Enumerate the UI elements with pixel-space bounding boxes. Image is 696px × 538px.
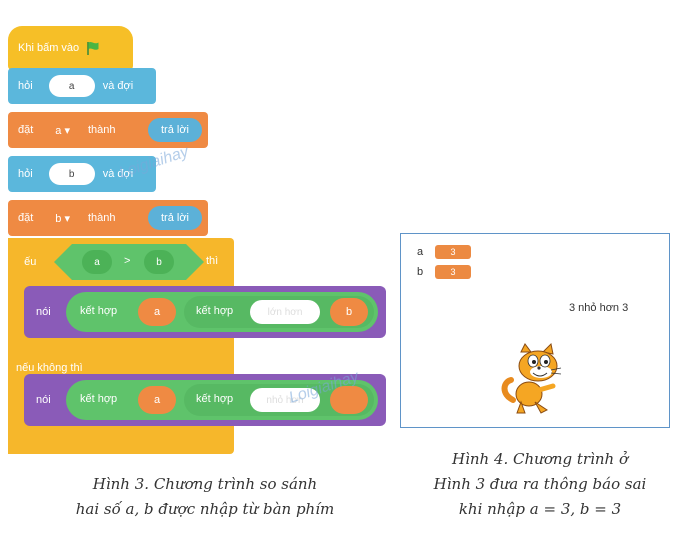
variable-monitor-a-value: 3 [435, 245, 471, 259]
join-label: kết hợp [80, 393, 118, 405]
answer-reporter[interactable]: trả lời [148, 206, 202, 230]
compare-right-input[interactable]: b [144, 250, 174, 274]
say-block-1[interactable]: nói kết hợp a kết hợp lớn hơn b [24, 286, 386, 338]
ask-wait-label: và đợi [102, 168, 134, 180]
figure-4-caption: Hình 4. Chương trình ở Hình 3 đưa ra thô… [392, 447, 688, 522]
compare-operator: > [124, 255, 131, 267]
variable-monitor-b-value: 3 [435, 265, 471, 279]
variable-b-reporter[interactable]: b [330, 298, 368, 326]
ask-label: hỏi [18, 80, 33, 92]
set-variable-block-b[interactable]: đặt b ▾ thành trả lời [8, 200, 208, 236]
ask-text-input[interactable]: a [48, 75, 95, 97]
join-label: kết hợp [196, 393, 234, 405]
set-variable-block-a[interactable]: đặt a ▾ thành trả lời [8, 112, 208, 148]
join-text-input[interactable]: lớn hơn [250, 300, 320, 324]
say-label: nói [36, 394, 51, 406]
figure-4-caption-line-1: Hình 4. Chương trình ở [451, 450, 629, 468]
join-label: kết hợp [196, 305, 234, 317]
sprite-speech: 3 nhỏ hơn 3 [569, 302, 629, 314]
say-label: nói [36, 306, 51, 318]
ask-text-value: b [68, 168, 75, 180]
scratch-script: Khi bấm vào hỏi a và đợi đặt a ▾ thành t… [8, 14, 388, 454]
if-c-arm [8, 238, 24, 454]
stage: a 3 b 3 3 nhỏ hơn 3 [400, 233, 670, 428]
ask-text-input[interactable]: b [48, 163, 95, 185]
variable-dropdown-a[interactable]: a ▾ [55, 124, 70, 137]
ask-and-wait-block-b[interactable]: hỏi b và đợi [8, 156, 156, 192]
var-b-value: 3 [450, 267, 456, 277]
figure-4-caption-line-2: Hình 3 đưa ra thông báo sai [433, 475, 647, 493]
figure-3-caption-line-2: hai số a, b được nhập từ bàn phím [75, 500, 335, 518]
answer-reporter[interactable]: trả lời [148, 118, 202, 142]
answer-label: trả lời [161, 212, 189, 224]
figure-3-caption: Hình 3. Chương trình so sánh hai số a, b… [20, 472, 390, 522]
say-block-2[interactable]: nói kết hợp a kết hợp nhỏ hơn [24, 374, 386, 426]
ask-and-wait-block-a[interactable]: hỏi a và đợi [8, 68, 156, 104]
then-label: thì [206, 255, 219, 267]
compare-right-value: b [156, 256, 162, 268]
figure-4-caption-line-3: khi nhập a = 3, b = 3 [458, 500, 622, 518]
else-label: nếu không thì [16, 362, 83, 374]
join-label: kết hợp [80, 305, 118, 317]
else-header: nếu không thì [16, 358, 83, 378]
variable-a-reporter[interactable]: a [138, 298, 176, 326]
variable-monitor-a-label: a [417, 246, 424, 258]
when-flag-clicked-block[interactable]: Khi bấm vào [8, 26, 133, 70]
set-label: đặt [18, 124, 34, 136]
join-text-input[interactable]: nhỏ hơn [250, 388, 320, 412]
variable-monitor-b-label: b [417, 266, 424, 278]
compare-left-value: a [94, 256, 100, 268]
set-to-label: thành [88, 124, 116, 136]
variable-b-label: b [345, 306, 353, 318]
variable-a-label: a [153, 394, 161, 406]
green-flag-icon [87, 41, 99, 55]
figure-3-caption-line-1: Hình 3. Chương trình so sánh [92, 475, 318, 493]
answer-label: trả lời [161, 124, 189, 136]
empty-reporter-slot[interactable] [330, 386, 368, 414]
ask-wait-label: và đợi [102, 80, 134, 92]
join-text-value: lớn hơn [267, 306, 303, 318]
variable-dropdown-b[interactable]: b ▾ [55, 212, 70, 225]
scratch-cat-sprite-icon[interactable] [499, 342, 569, 416]
when-flag-label: Khi bấm vào [18, 42, 80, 54]
ask-text-value: a [68, 80, 75, 92]
set-to-label: thành [88, 212, 116, 224]
var-a-value: 3 [450, 247, 456, 257]
set-label: đặt [18, 212, 34, 224]
variable-a-reporter[interactable]: a [138, 386, 176, 414]
variable-a-label: a [153, 306, 161, 318]
join-text-value: nhỏ hơn [266, 394, 304, 406]
ask-label: hỏi [18, 168, 33, 180]
compare-left-input[interactable]: a [82, 250, 112, 274]
